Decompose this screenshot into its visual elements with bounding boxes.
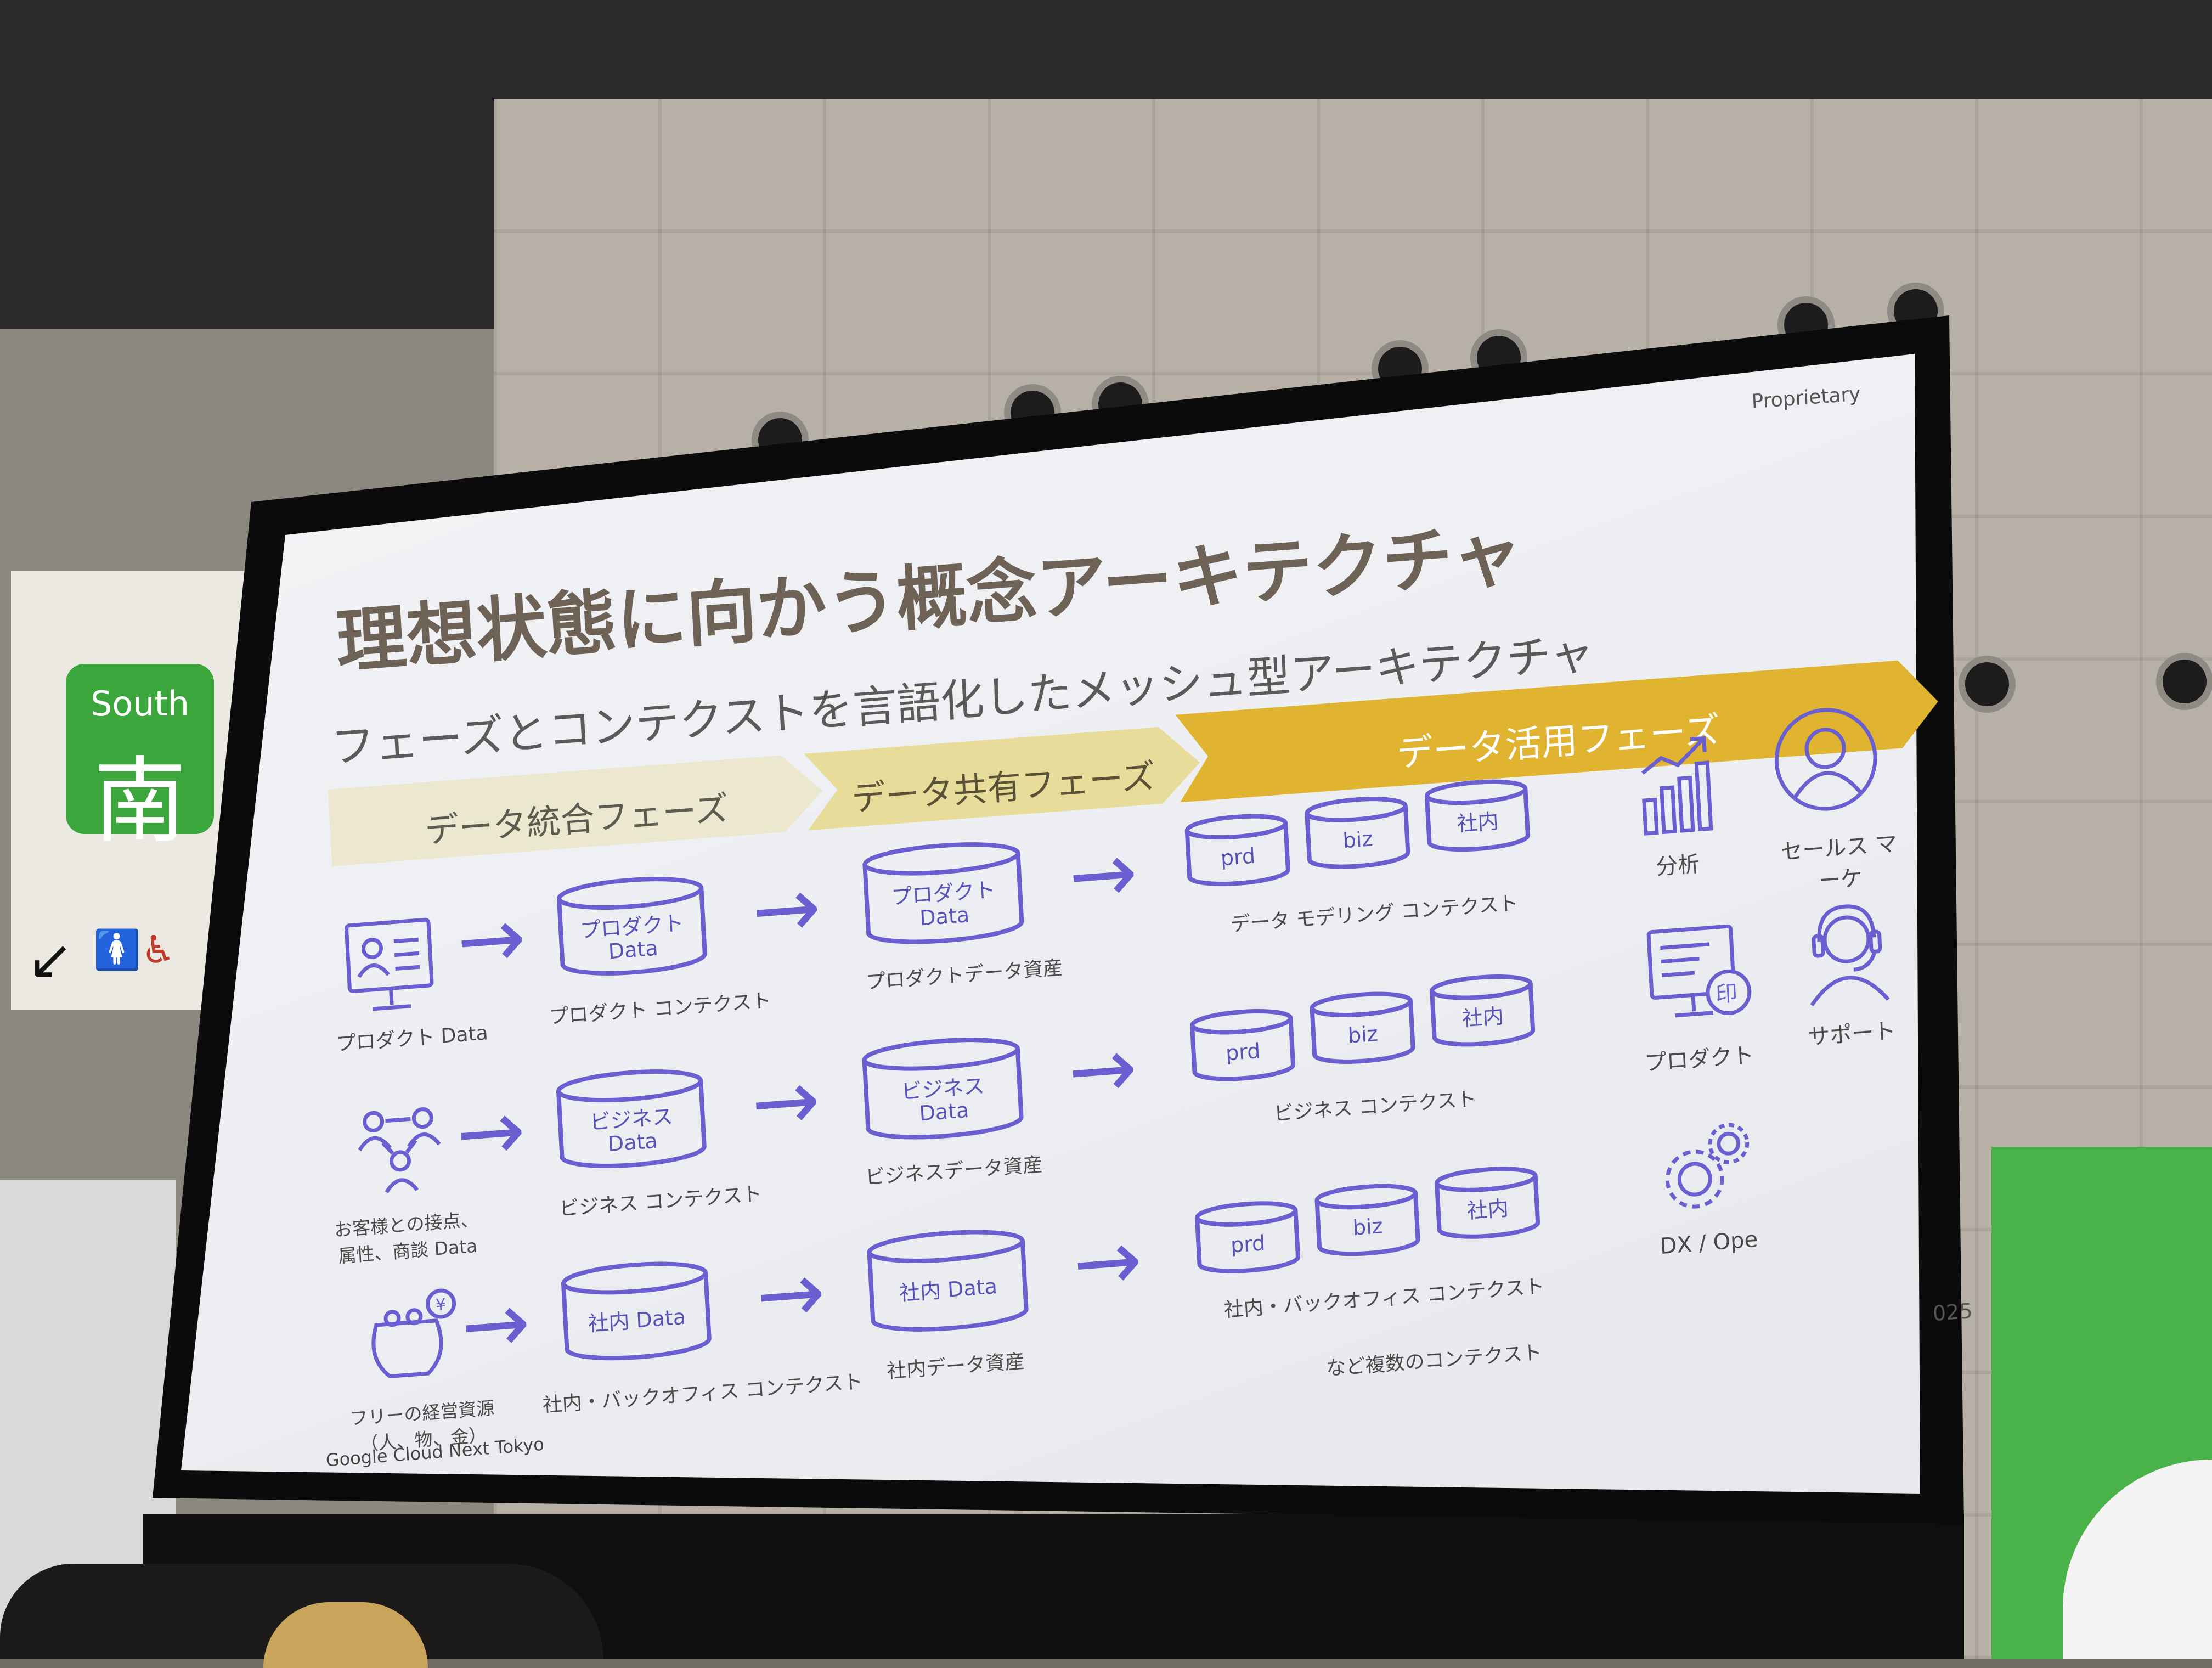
context-caption: ビジネス コンテクスト bbox=[558, 1182, 763, 1221]
use-case-label: サポート bbox=[1807, 1018, 1897, 1050]
person-icon bbox=[1768, 701, 1883, 821]
arrow-right-icon: → bbox=[1070, 1211, 1145, 1312]
arrow-down-left-icon: ↙ bbox=[27, 927, 74, 991]
svg-text:¥: ¥ bbox=[435, 1295, 447, 1315]
source-caption: プロダクト Data bbox=[335, 1022, 489, 1056]
page-number: 025 bbox=[1932, 1298, 1973, 1326]
slide-content: Proprietary 理想状態に向かう概念アーキテクチャ フェーズとコンテクス… bbox=[236, 382, 1974, 1486]
arrow-right-icon: → bbox=[454, 1081, 528, 1182]
people-network-icon bbox=[351, 1100, 449, 1203]
context-caption: 社内・バックオフィス コンテクスト bbox=[541, 1370, 864, 1417]
monitor-profile-icon bbox=[341, 914, 439, 1022]
wallet-yen-icon: ¥ bbox=[355, 1286, 464, 1389]
mesh-database-biz: biz bbox=[1311, 1181, 1424, 1260]
asset-database: プロダクト Data bbox=[859, 836, 1028, 953]
arrow-right-icon: → bbox=[1065, 1019, 1140, 1120]
use-case-label: セールス マーケ bbox=[1780, 831, 1898, 894]
mesh-caption: ビジネス コンテクスト bbox=[1273, 1087, 1477, 1126]
svg-text:印: 印 bbox=[1715, 980, 1738, 1007]
mesh-database-prd: prd bbox=[1191, 1198, 1304, 1277]
asset-database: ビジネス Data bbox=[858, 1032, 1028, 1148]
mesh-caption: データ モデリング コンテクスト bbox=[1230, 892, 1519, 937]
south-sign-label: South bbox=[90, 684, 190, 724]
mesh-database-internal: 社内 bbox=[1431, 1163, 1544, 1243]
arrow-right-icon: → bbox=[749, 1051, 823, 1152]
mesh-caption: 社内・バックオフィス コンテクスト bbox=[1223, 1275, 1545, 1322]
monitor-stamp-icon: 印 bbox=[1643, 919, 1758, 1034]
arrow-right-icon: → bbox=[1066, 824, 1141, 925]
mesh-database-internal: 社内 bbox=[1426, 971, 1539, 1051]
context-database: 社内 Data bbox=[557, 1256, 715, 1366]
context-database: ビジネス Data bbox=[552, 1064, 710, 1174]
context-caption: プロダクト コンテクスト bbox=[548, 989, 772, 1029]
source-caption: お客様との接点、属性、商談 Data bbox=[334, 1208, 479, 1267]
context-database: プロダクト Data bbox=[552, 871, 711, 982]
gears-icon bbox=[1659, 1117, 1757, 1220]
more-contexts-caption: など複数のコンテクスト bbox=[1325, 1341, 1543, 1380]
phase-sharing: データ共有フェーズ bbox=[804, 724, 1202, 831]
mesh-database-internal: 社内 bbox=[1421, 776, 1534, 855]
use-case-label: 分析 bbox=[1655, 851, 1701, 880]
mesh-database-biz: biz bbox=[1301, 793, 1414, 873]
mesh-database-prd: prd bbox=[1181, 810, 1294, 890]
asset-caption: プロダクトデータ資産 bbox=[865, 956, 1064, 994]
arrow-right-icon: → bbox=[459, 1274, 533, 1375]
phase-label: データ共有フェーズ bbox=[850, 756, 1156, 819]
bar-chart-icon bbox=[1632, 729, 1720, 842]
south-sign-badge: South 南 bbox=[66, 664, 214, 856]
asset-database: 社内 Data bbox=[863, 1224, 1032, 1340]
arrow-right-icon: → bbox=[749, 859, 823, 960]
arrow-right-icon: → bbox=[753, 1243, 828, 1344]
asset-caption: 社内データ資産 bbox=[886, 1350, 1025, 1383]
arrow-right-icon: → bbox=[454, 889, 529, 990]
mesh-database-prd: prd bbox=[1186, 1006, 1299, 1085]
restroom-icon: 🚺♿ bbox=[93, 927, 176, 972]
use-case-label: プロダクト bbox=[1644, 1042, 1755, 1077]
mesh-database-biz: biz bbox=[1306, 988, 1419, 1068]
wall-vent bbox=[2156, 653, 2212, 710]
asset-caption: ビジネスデータ資産 bbox=[865, 1153, 1043, 1190]
wall-vent bbox=[1959, 656, 2016, 713]
use-case-label: DX / Ope bbox=[1659, 1226, 1759, 1260]
south-sign-kanji: 南 bbox=[93, 747, 187, 856]
headset-icon bbox=[1795, 897, 1899, 1011]
phase-label: データ統合フェーズ bbox=[424, 788, 730, 851]
